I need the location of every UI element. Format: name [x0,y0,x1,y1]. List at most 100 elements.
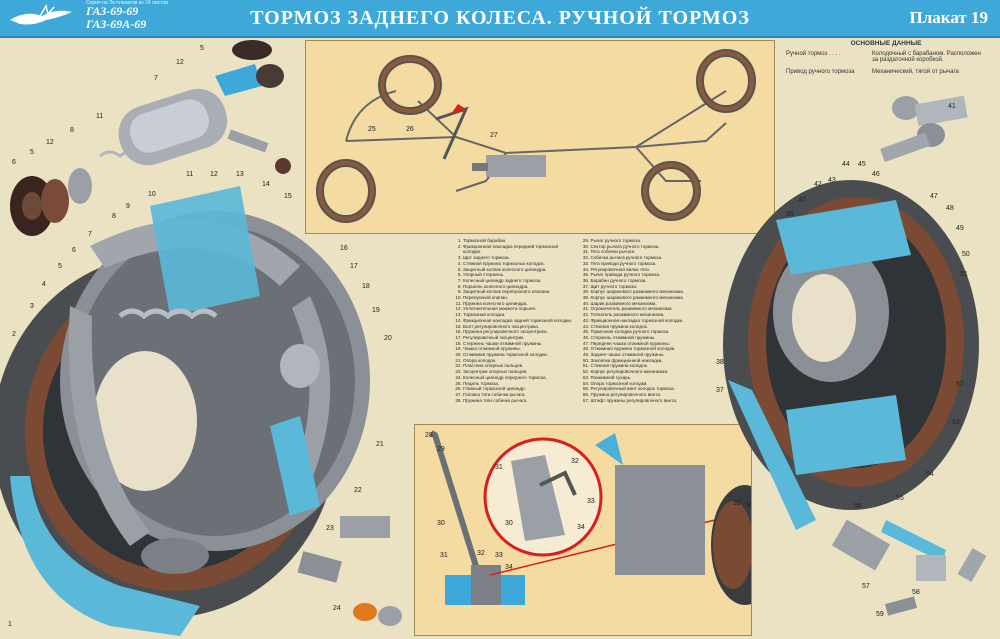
callout-label: 19 [372,307,380,314]
spec-value: Колодочный с барабаном. Расположен за ра… [872,51,981,63]
handbrake-panel: 28 29 30 31 32 33 34 35 36 37 31 32 33 3… [414,424,779,636]
plakat-number: Плакат 19 [909,8,988,27]
legend-item: Щит ручного тормоза. [591,284,704,290]
callout-label: 8 [70,127,74,134]
legend-item: Пластина опорных пальцев. [463,363,576,369]
legend-item: Уплотнительная манжета поршня. [463,306,576,312]
parts-legend: Тормозной барабан.Фрикционная накладка п… [453,238,708,403]
backing-plate [60,186,370,574]
legend-item: Передняя чашка отжимной пружины. [591,341,704,347]
legend-item: Штифт пружины регулировочного винта. [591,398,704,404]
legend-item: Собачка рычага ручного тормоза. [591,255,704,261]
legend-item: Опора тормозной колодки. [591,381,704,387]
callout-label: 10 [148,191,156,198]
callout-label: 24 [333,605,341,612]
spec-label: Ручной тормоз . . . . [786,51,841,57]
right-callouts: 38 39 40 41 42 43 44 45 46 47 48 49 50 5… [716,103,970,618]
legend-item: Барабан ручного тормоза. [591,278,704,284]
callout-label: 17 [350,263,358,270]
legend-item: Перепускной клапан. [463,295,576,301]
callout-label: 30 [437,520,445,527]
legend-item: Стяжная пружина колодок. [591,363,704,369]
callout-label: 31 [440,552,448,559]
legend-column: Тормозной барабан.Фрикционная накладка п… [453,238,581,403]
rear-brake-assembly-diagram: 1 2 3 4 5 6 7 8 9 10 11 12 13 14 15 16 1… [0,40,402,636]
model-name: ГАЗ-69А-69 [86,17,147,31]
callout-label: 12 [46,139,54,146]
detail-zoom-circle [483,437,603,557]
legend-item: Регулировочный винт колодок тормоза. [591,386,704,392]
callout-label: 56 [854,503,862,510]
legend-item: Тормозной барабан. [463,238,576,244]
callout-label: 32 [571,458,579,465]
legend-item: Задняя чашка отжимной пружины. [591,352,704,358]
legend-item: Отжимная пружина тормозной колодки. [463,352,576,358]
legend-item: Эксцентрик опорных пальцев. [463,369,576,375]
legend-item: Корпус шарикового разжимного механизма. [591,289,704,295]
legend-item: Пружина тяги собачки рычага. [463,398,576,404]
legend-item: Толкатель разжимного механизма. [591,312,704,318]
callout-label: 26 [406,126,414,133]
specs-block: ОСНОВНЫЕ ДАННЫЕ Ручной тормоз . . . . Ко… [786,40,986,81]
spec-label: Привод ручного тормоза [786,69,855,75]
legend-item: Разжимной сухарь. [591,375,704,381]
legend-item: Ограничитель разжимного механизма. [591,306,704,312]
hydraulic-callouts: 25 26 27 [368,126,498,139]
eccentric-parts [297,516,402,626]
legend-item: Шарик разжимного механизма. [591,301,704,307]
legend-item: Тяга привода ручного тормоза. [591,261,704,267]
adjuster-parts-bottom [831,519,987,616]
callout-label: 41 [948,103,956,110]
callout-label: 5 [58,263,62,270]
header-bar: Серия на Эк плакатов из 24 листов ГАЗ-69… [0,0,1000,38]
legend-item: Регулировочная вилка тяги. [591,267,704,273]
callout-label: 2 [12,331,16,338]
callout-label: 44 [842,161,850,168]
callout-label: 28 [425,432,433,439]
callout-label: 57 [862,583,870,590]
legend-item: Стяжная пружина колодок. [591,324,704,330]
callout-label: 6 [72,247,76,254]
callout-label: 5 [200,45,204,52]
callout-label: 54 [926,471,934,478]
legend-item: Стяжная пружина тормозных колодок. [463,261,576,267]
callout-label: 7 [154,75,158,82]
callout-labels: 1 2 3 4 5 6 7 8 9 10 11 12 13 14 15 16 1… [8,45,392,628]
legend-item: Рычаг ручного тормоза. [591,238,704,244]
callout-label: 55 [896,495,904,502]
callout-label: 34 [577,524,585,531]
callout-label: 37 [716,387,724,394]
callout-label: 27 [490,132,498,139]
callout-label: 1 [8,621,12,628]
callout-label: 51 [960,271,968,278]
callout-label: 49 [956,225,964,232]
red-arrow-icon [451,104,466,114]
legend-item: Фрикционная накладка тормозной колодки. [591,318,704,324]
legend-item: Главный тормозной цилиндр. [463,386,576,392]
callout-label: 47 [930,193,938,200]
legend-item: Колесный цилиндр заднего тормоза. [463,278,576,284]
callout-label: 35 [733,500,741,507]
model-name: ГАЗ-69-69 [86,4,139,18]
legend-item: Опора колодок. [463,358,576,364]
legend-item: Защитный колпак перепускного клапана. [463,289,576,295]
callout-label: 33 [587,498,595,505]
handbrake-assembly-diagram: 38 39 40 41 42 43 44 45 46 47 48 49 50 5… [716,95,987,618]
legend-item: Рычаг привода ручного тормоза. [591,272,704,278]
legend-item: Стержень чашки отжимной пружины. [463,341,576,347]
legend-item: Фрикционная накладка передней тормозной … [463,244,576,255]
legend-item: Корпус регулировочного механизма. [591,369,704,375]
hydraulic-scheme-diagram: 25 26 27 [316,49,756,223]
legend-item: Тяга собачки рычага. [591,249,704,255]
callout-label: 16 [340,245,348,252]
callout-label: 9 [126,203,130,210]
legend-item: Пружина регулировочного эксцентрика. [463,329,576,335]
callout-label: 43 [828,177,836,184]
legend-item: Тормозная колодка ручного тормоза. [591,329,704,335]
callout-label: 12 [176,59,184,66]
callout-label: 45 [858,161,866,168]
legend-item: Сектор рычага ручного тормоза. [591,244,704,250]
callout-label: 53 [952,419,960,426]
model-names: ГАЗ-69-69 ГАЗ-69А-69 [86,5,146,31]
callout-label: 36 [745,502,751,509]
